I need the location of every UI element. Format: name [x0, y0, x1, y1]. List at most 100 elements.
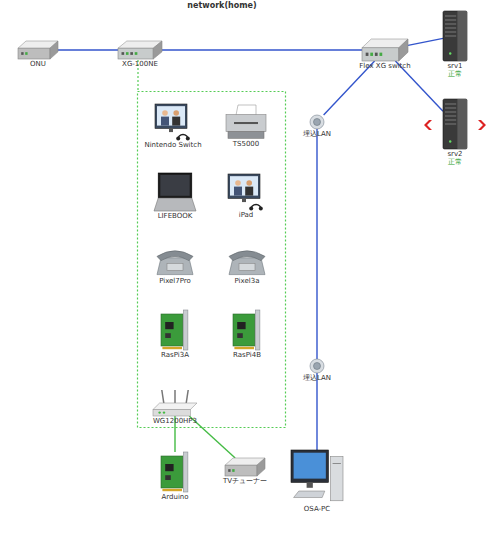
status-led	[379, 53, 382, 56]
person-head	[246, 180, 252, 186]
alert-chevron	[478, 120, 486, 130]
device-node: ONU	[18, 41, 58, 59]
printer-base	[228, 132, 264, 139]
alert-chevron	[424, 120, 432, 130]
device-icon	[161, 452, 189, 492]
server-body	[443, 99, 467, 149]
printer-body	[226, 115, 266, 132]
drive-bay	[445, 20, 456, 21]
label-group: srv1正常	[447, 62, 462, 78]
device-label: 埋込LAN	[303, 130, 331, 138]
person-head	[173, 110, 179, 116]
network-link	[316, 129, 317, 359]
label-group: srv2正常	[447, 150, 462, 166]
device-icon	[154, 173, 196, 211]
device-icon	[155, 248, 195, 276]
device-label: TVチューナー	[223, 477, 267, 485]
paper-slot	[234, 122, 258, 124]
laptop-screen	[160, 175, 189, 196]
status-led	[25, 52, 27, 55]
headset-ear	[259, 207, 263, 211]
device-label: srv1	[447, 62, 462, 70]
label-group: XG-100NE	[122, 60, 158, 68]
antenna	[186, 390, 188, 404]
circuit-board	[161, 314, 183, 346]
device-side	[399, 39, 408, 61]
person-body	[245, 187, 253, 196]
device-node: LIFEBOOK	[154, 173, 196, 211]
device-label: srv2	[447, 150, 462, 158]
person-body	[234, 187, 242, 196]
router-front	[153, 410, 190, 417]
wireless-group-outline	[138, 92, 286, 428]
device-node: 埋込LAN	[310, 115, 324, 129]
jack-port	[314, 119, 321, 126]
status-led	[122, 52, 125, 55]
pc-tower	[331, 456, 343, 500]
device-front	[118, 48, 153, 59]
device-icon	[226, 174, 266, 210]
drive-bay	[445, 36, 456, 37]
device-node: Arduino	[161, 452, 189, 492]
monitor-stand	[169, 128, 173, 132]
headset-ear	[186, 137, 190, 141]
device-side	[50, 41, 58, 59]
jack-port	[314, 363, 321, 370]
label-group: TVチューナー	[223, 477, 267, 485]
person-head	[235, 180, 241, 186]
device-node: srv2正常	[443, 99, 467, 149]
device-label: WG1200HP3	[153, 417, 197, 425]
device-node: WG1200HP3	[153, 390, 197, 416]
power-led	[449, 140, 451, 142]
antenna	[174, 390, 176, 404]
status-led	[126, 52, 129, 55]
device-label: ONU	[30, 60, 46, 68]
drive-bay	[445, 32, 456, 33]
chip	[165, 464, 173, 471]
headset-ear	[176, 137, 180, 141]
device-icon	[161, 310, 189, 350]
network-link	[162, 49, 362, 50]
drive-bay	[445, 16, 456, 17]
label-group: ONU	[30, 60, 46, 68]
device-side	[257, 458, 265, 476]
device-icon	[225, 458, 265, 476]
device-icon	[226, 105, 266, 139]
chip	[237, 333, 243, 338]
label-group: Flex XG switch	[359, 62, 410, 70]
device-icon	[118, 41, 162, 59]
device-icon	[227, 248, 267, 276]
network-link	[408, 38, 443, 45]
device-label: Flex XG switch	[359, 62, 410, 70]
device-front	[225, 465, 257, 476]
device-icon	[153, 104, 193, 140]
phone-handset	[229, 251, 265, 261]
status-label: 正常	[447, 70, 462, 78]
edge-contacts	[162, 347, 182, 349]
device-icon	[291, 450, 343, 504]
jack-body	[310, 359, 324, 373]
device-side	[153, 41, 162, 59]
person-head	[162, 110, 168, 116]
circuit-board	[161, 456, 183, 488]
device-label: Pixel7Pro	[159, 277, 191, 285]
device-label: TS5000	[233, 140, 260, 148]
device-label: OSA-PC	[304, 505, 330, 513]
device-icon	[443, 11, 467, 61]
chip	[165, 333, 171, 338]
device-icon	[18, 41, 58, 59]
device-label: 埋込LAN	[303, 374, 331, 382]
device-node: 埋込LAN	[310, 359, 324, 373]
label-group: RasPi3A	[161, 351, 189, 359]
metal-bracket	[255, 310, 259, 350]
device-node: RasPi3A	[161, 310, 189, 350]
status-led	[21, 52, 23, 55]
label-group: TS5000	[233, 140, 260, 148]
drive-bay	[445, 108, 456, 109]
edge-contacts	[162, 489, 182, 491]
device-label: Nintendo Switch	[144, 141, 201, 149]
device-node: iPad	[226, 174, 266, 210]
device-icon	[310, 359, 324, 373]
metal-bracket	[183, 310, 187, 350]
status-led	[135, 52, 138, 55]
